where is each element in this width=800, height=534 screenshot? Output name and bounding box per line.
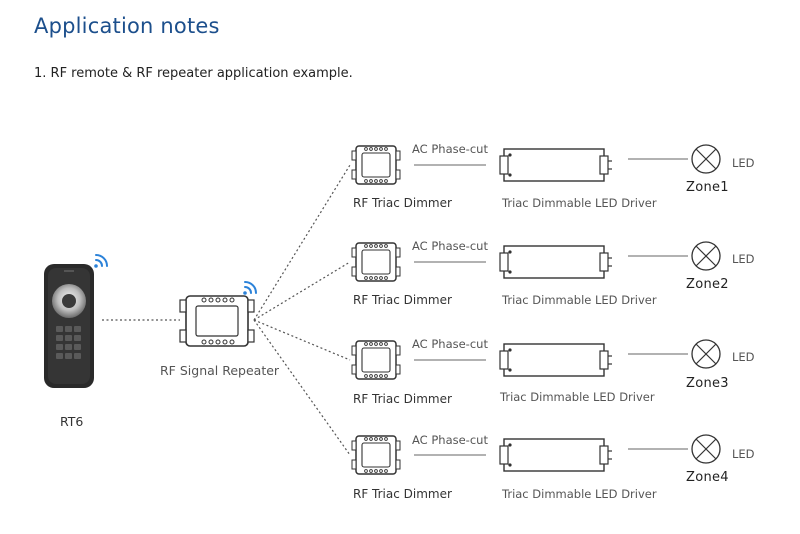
zone-label: Zone1 (686, 180, 729, 195)
triac-dimmer-device (351, 435, 401, 475)
dimmer-label: RF Triac Dimmer (353, 392, 452, 406)
link-label: AC Phase-cut (412, 337, 488, 351)
led-driver-device (499, 343, 612, 377)
dimmer-label: RF Triac Dimmer (353, 293, 452, 307)
led-label: LED (732, 156, 755, 170)
led-label: LED (732, 447, 755, 461)
link-label: AC Phase-cut (412, 142, 488, 156)
driver-label: Triac Dimmable LED Driver (502, 487, 657, 501)
repeater-device (179, 295, 255, 347)
repeater-fanout-links (253, 164, 351, 456)
led-driver-device (499, 245, 612, 279)
triac-dimmer-device (351, 145, 401, 185)
repeater-label: RF Signal Repeater (160, 363, 280, 378)
driver-label: Triac Dimmable LED Driver (502, 293, 657, 307)
remote-wifi-signal-icon (94, 254, 108, 268)
link-label: AC Phase-cut (412, 433, 488, 447)
page-title: Application notes (34, 14, 220, 38)
section-subtitle: 1. RF remote & RF repeater application e… (34, 66, 353, 81)
lamp-cross-icon (691, 434, 721, 464)
driver-label: Triac Dimmable LED Driver (500, 390, 655, 404)
dimmer-label: RF Triac Dimmer (353, 487, 452, 501)
repeater-wifi-signal-icon (243, 281, 257, 295)
remote-label: RT6 (60, 414, 84, 429)
led-label: LED (732, 252, 755, 266)
triac-dimmer-device (351, 242, 401, 282)
led-driver-device (499, 148, 612, 182)
zone-label: Zone2 (686, 277, 729, 292)
rt6-remote (44, 264, 94, 388)
lamp-cross-icon (691, 241, 721, 271)
driver-label: Triac Dimmable LED Driver (502, 196, 657, 210)
dimmer-label: RF Triac Dimmer (353, 196, 452, 210)
lamp-cross-icon (691, 144, 721, 174)
zone-label: Zone4 (686, 470, 729, 485)
triac-dimmer-device (351, 340, 401, 380)
led-driver-device (499, 438, 612, 472)
lamp-cross-icon (691, 339, 721, 369)
link-label: AC Phase-cut (412, 239, 488, 253)
led-label: LED (732, 350, 755, 364)
zone-label: Zone3 (686, 376, 729, 391)
